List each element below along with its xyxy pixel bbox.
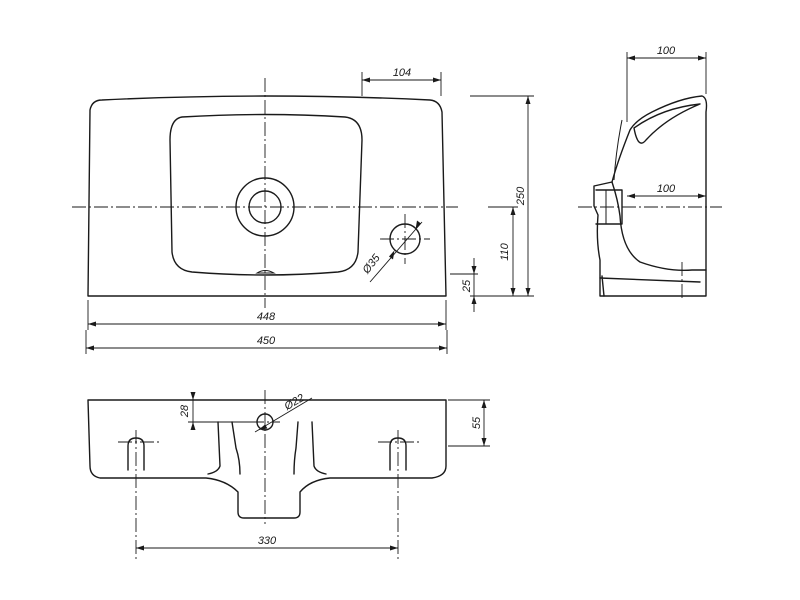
dimension-label: 104 (393, 67, 411, 79)
basin-outline (87, 95, 447, 297)
dimension-label: 25 (461, 279, 473, 293)
dimension-label: Ø35 (360, 252, 383, 277)
dimension-label: 250 (515, 186, 527, 206)
side-view: 100 100 (578, 45, 722, 300)
dimension-label: 55 (471, 416, 483, 429)
dimension-450: 450 (85, 330, 448, 354)
side-foot (599, 275, 701, 297)
dimension-side-100-mid: 100 (627, 183, 706, 199)
front-left-pillar (207, 421, 221, 475)
dimension-250: 250 (470, 95, 534, 297)
bowl-outline (169, 113, 363, 276)
front-left-pillar-inner (231, 421, 241, 475)
dimension-448: 448 (87, 300, 447, 330)
side-front-wall (613, 119, 623, 181)
side-inner-profile (611, 181, 707, 272)
dimension-front-hole-diameter: Ø22 (254, 392, 313, 433)
dimension-28: 28 (179, 392, 257, 430)
dimension-330: 330 (136, 535, 398, 551)
side-overflow-channel (633, 103, 701, 144)
overflow-slot (255, 270, 276, 274)
dimension-label: 448 (257, 311, 276, 323)
dimension-label: 100 (657, 183, 676, 195)
dimension-55: 55 (448, 399, 490, 447)
dimension-label: 110 (499, 242, 511, 260)
dimension-label: Ø22 (282, 392, 307, 413)
dimension-side-100-top: 100 (626, 45, 707, 122)
dimension-label: 330 (258, 535, 277, 547)
front-right-pillar-inner (293, 421, 299, 475)
side-outer-profile (593, 95, 708, 297)
dimension-label: 100 (657, 45, 676, 57)
dimension-25: 25 (450, 258, 478, 312)
front-right-pillar (311, 421, 327, 475)
dimension-110: 110 (488, 206, 518, 296)
dimension-label: 28 (179, 404, 191, 418)
front-view: 28 Ø22 55 330 (87, 390, 490, 560)
top-view: 104 250 110 25 (72, 67, 534, 354)
dimension-label: 450 (257, 335, 276, 347)
front-outline (87, 399, 447, 519)
dimension-104: 104 (361, 67, 442, 96)
